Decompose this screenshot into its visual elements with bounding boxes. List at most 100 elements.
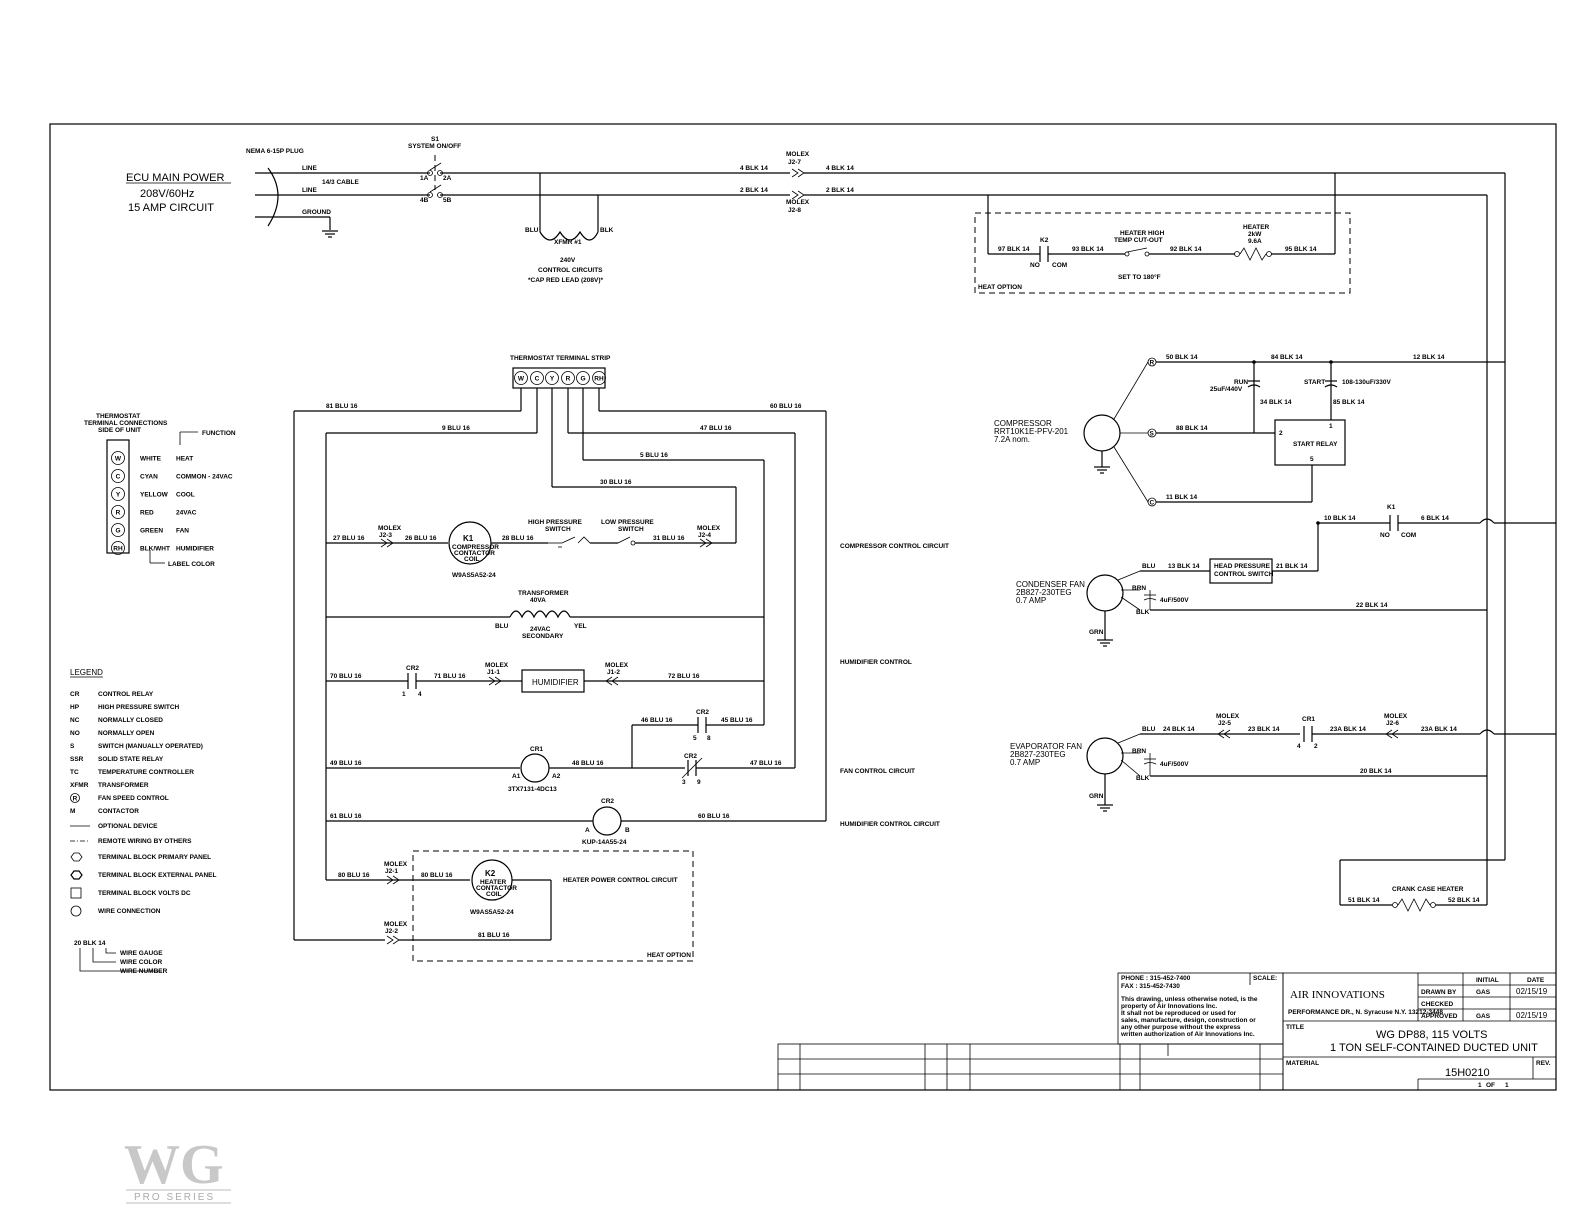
cr1-coil-icon: [520, 753, 550, 783]
start-cap-label: START: [1304, 379, 1325, 386]
wire-30: 30 BLU 16: [600, 479, 632, 486]
legend-key: S: [70, 743, 75, 750]
cr2-c-pin3: 3: [682, 779, 686, 786]
phone-number: PHONE : 315-452-7400: [1121, 975, 1191, 982]
wire-84: 84 BLK 14: [1271, 354, 1303, 361]
hp-switch-label1: HIGH PRESSURE: [528, 519, 582, 526]
cutout-label1: HEATER HIGH: [1120, 230, 1165, 237]
wire-31: 31 BLU 16: [653, 535, 685, 542]
legend-wire-example: 20 BLK 14: [74, 940, 106, 947]
legend-wire-number: WIRE NUMBER: [120, 968, 168, 975]
thermostat-key: THERMOSTAT TERMINAL CONNECTIONS SIDE OF …: [84, 413, 236, 568]
wire-45: 45 BLU 16: [721, 717, 753, 724]
k2-no: NO: [1030, 262, 1040, 269]
xfmr-blu: BLU: [525, 227, 539, 234]
wire-crossover-icon: [1479, 518, 1495, 524]
drawing-border: [49, 123, 1557, 1091]
wire-9: 9 BLU 16: [442, 425, 470, 432]
tstat-key-color: CYAN: [140, 474, 158, 481]
legend-key: CR: [70, 691, 80, 698]
legend-value: REMOTE WIRING BY OTHERS: [98, 838, 192, 845]
condenser-label: CONDENSER FAN: [1016, 580, 1085, 589]
heater-kw: 2kW: [1248, 231, 1262, 238]
legend-title: LEGEND: [70, 668, 103, 677]
drawn-by-label: DRAWN BY: [1421, 989, 1457, 996]
heat-option-label: HEAT OPTION: [978, 284, 1022, 291]
tstat-key-function: HEAT: [176, 456, 193, 463]
evaporator-fan-section: EVAPORATOR FAN 2B827-230TEG 0.7 AMP GRN …: [1010, 713, 1556, 812]
term-r: R: [1150, 360, 1155, 367]
transformer-va: 40VA: [530, 597, 546, 604]
legend-value: NORMALLY OPEN: [98, 730, 155, 737]
tstat-terminal-w: [514, 371, 528, 385]
molex-j23-label: MOLEX: [378, 525, 402, 532]
switch-label: SYSTEM ON/OFF: [408, 143, 461, 150]
wire-61: 61 BLU 16: [330, 813, 362, 820]
molex-j26: J2-6: [1386, 720, 1399, 727]
lp-switch-icon: [617, 536, 636, 546]
main-power-section: ECU MAIN POWER 208V/60Hz 15 AMP CIRCUIT …: [126, 136, 790, 238]
compressor-section: COMPRESSOR RRT10K1E-PFV-201 7.2A nom. R …: [994, 354, 1505, 507]
heater-power-label: HEATER POWER CONTROL CIRCUIT: [563, 877, 678, 884]
tstat-key-color: GREEN: [140, 528, 163, 535]
k2-coil-desc2: CONTACTOR: [476, 885, 517, 892]
control-wiring: 81 BLU 16 60 BLU 16 9 BLU 16 47 BLU 16 5…: [293, 388, 827, 941]
tstat-key-function: 24VAC: [176, 510, 197, 517]
term-4b: 4B: [420, 197, 429, 204]
k1-coil-desc2: CONTACTOR: [454, 550, 495, 557]
wire-13: 13 BLK 14: [1168, 563, 1200, 570]
legend-wire-gauge: WIRE GAUGE: [120, 950, 163, 957]
molex-j27: J2-7: [788, 159, 801, 166]
cr2-contact-b: CR2: [696, 709, 709, 716]
legend-value: OPTIONAL DEVICE: [98, 823, 158, 830]
company-address: PERFORMANCE DR., N. Syracuse N.Y. 13212-…: [1288, 1009, 1443, 1016]
wire-46: 46 BLU 16: [641, 717, 673, 724]
tstat-terminal-label: C: [535, 376, 540, 383]
molex-j24: J2-4: [698, 532, 711, 539]
run-cap-value: 25uF/440V: [1210, 386, 1243, 393]
tstat-terminal-g: [576, 371, 590, 385]
legend-key: NC: [70, 717, 80, 724]
k1-part-number: W9AS5A52-24: [452, 572, 496, 579]
molex-j25: J2-5: [1218, 720, 1231, 727]
function-label: FUNCTION: [202, 430, 236, 437]
ground-icon: [322, 230, 338, 238]
tstat-key-function: FAN: [176, 528, 189, 535]
legend-value: TERMINAL BLOCK EXTERNAL PANEL: [98, 872, 216, 879]
xfmr-control-label: CONTROL CIRCUITS: [538, 267, 603, 274]
cr1-pin2: 2: [1314, 743, 1318, 750]
legend-value: TEMPERATURE CONTROLLER: [98, 769, 194, 776]
legend-key: XFMR: [70, 782, 89, 789]
tstat-key-color: WHITE: [140, 456, 162, 463]
cutout-setpoint: SET TO 180°F: [1118, 273, 1161, 281]
transformer-label: TRANSFORMER: [518, 590, 569, 597]
cr1-contact-icon: [1303, 726, 1313, 742]
relay-pin5: 5: [1310, 456, 1314, 463]
wire-12: 12 BLK 14: [1413, 354, 1445, 361]
tstat-key-title2: TERMINAL CONNECTIONS: [84, 420, 168, 427]
start-relay-label: START RELAY: [1293, 441, 1338, 448]
xfmr1-section: BLU BLK XFMR #1 240V CONTROL CIRCUITS *C…: [525, 173, 614, 284]
xfmr1-coil-icon: [539, 230, 599, 241]
material-label: MATERIAL: [1286, 1060, 1319, 1067]
transformer-blu: BLU: [495, 623, 509, 630]
legend-key: NO: [70, 730, 80, 737]
ground-label: GROUND: [302, 209, 331, 216]
k1-contact-icon: [1389, 515, 1399, 531]
tstat-terminal-c: [530, 371, 544, 385]
tstat-key-function: HUMIDIFIER: [176, 546, 214, 553]
evaporator-fan-icon: [1086, 737, 1124, 775]
tstat-key-terminal-label: RH: [113, 546, 123, 553]
molex-j11: J1-1: [487, 669, 500, 676]
cutout-label2: TEMP CUT-OUT: [1114, 237, 1163, 244]
wire-50: 50 BLK 14: [1166, 354, 1198, 361]
molex-j24-label: MOLEX: [697, 525, 721, 532]
k2-coil-desc1: HEATER: [480, 879, 507, 886]
evaporator-grn: GRN: [1089, 793, 1104, 800]
xfmr-name: XFMR #1: [554, 239, 582, 246]
heat-option-bottom-label: HEAT OPTION: [647, 952, 691, 959]
wire-2b: 2 BLK 14: [826, 187, 854, 194]
title-block: PHONE : 315-452-7400 FAX : 315-452-7430 …: [777, 972, 1557, 1091]
